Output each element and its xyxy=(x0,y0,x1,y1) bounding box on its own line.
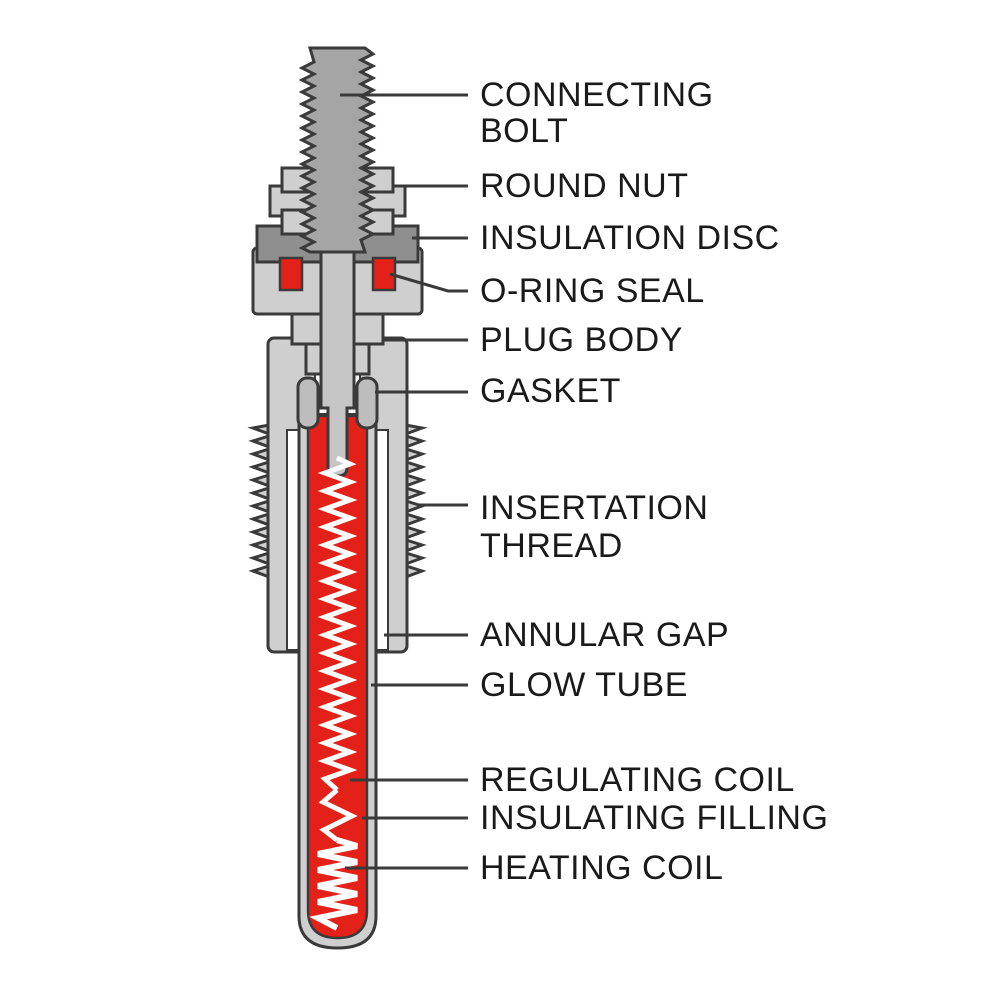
gasket-right-part xyxy=(355,376,379,430)
label-round-nut: ROUND NUT xyxy=(480,167,688,205)
coil-transition xyxy=(318,788,358,842)
gasket-part xyxy=(296,376,379,430)
label-insulating-filling: INSULATING FILLING xyxy=(480,799,828,837)
heating-coil-part xyxy=(309,837,358,931)
label-heating-coil: HEATING COIL xyxy=(480,849,723,887)
label-glow-tube: GLOW TUBE xyxy=(480,666,688,704)
label-insertation-thread: INSERTATION THREAD xyxy=(480,489,718,565)
connecting-bolt-part xyxy=(298,46,377,254)
coils xyxy=(309,455,358,931)
label-regulating-coil: REGULATING COIL xyxy=(480,761,795,799)
label-insulation-disc: INSULATION DISC xyxy=(480,219,780,257)
label-connecting-bolt: CONNECTING BOLT xyxy=(480,76,724,150)
o-ring-left-part xyxy=(278,256,304,292)
label-o-ring-seal: O-RING SEAL xyxy=(480,272,705,310)
label-plug-body: PLUG BODY xyxy=(480,321,683,359)
label-gasket: GASKET xyxy=(480,372,621,410)
regulating-coil-part xyxy=(317,455,358,792)
labels: CONNECTING BOLT ROUND NUT INSULATION DIS… xyxy=(480,76,828,887)
gasket-left-part xyxy=(296,376,320,430)
leader-lines xyxy=(340,93,468,870)
label-annular-gap: ANNULAR GAP xyxy=(480,616,729,654)
